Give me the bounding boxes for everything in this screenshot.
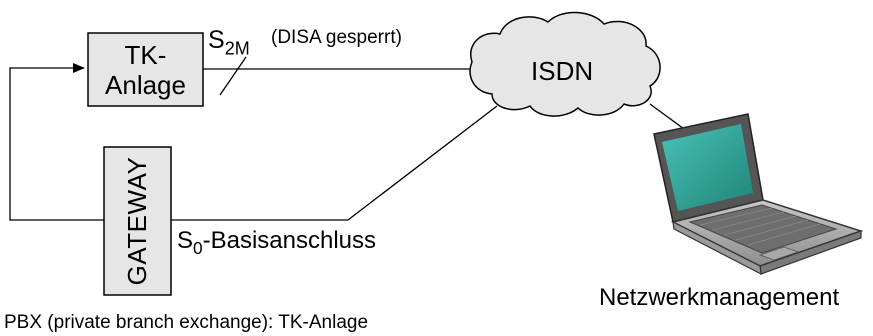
isdn-cloud: [469, 11, 661, 117]
s0-main: S: [177, 227, 194, 254]
laptop-label: Netzwerkmanagement: [599, 284, 840, 311]
gateway-label: GATEWAY: [122, 156, 152, 286]
gateway-pbx-feedback-line: [9, 63, 104, 221]
gateway-isdn-line: [171, 105, 498, 221]
footnote: PBX (private branch exchange): TK-Anlage: [4, 312, 369, 333]
laptop-touchpad: [758, 246, 800, 261]
laptop-base-left: [672, 220, 762, 276]
s0-rest: -Basisanschluss: [202, 227, 377, 254]
pbx-box: [87, 32, 204, 107]
s2m-main: S: [208, 26, 225, 54]
laptop-screen: [662, 124, 753, 211]
s0-sub: 0: [193, 238, 203, 259]
gateway-box: [103, 146, 172, 296]
pbx-label-line1: TK-: [124, 40, 167, 70]
s0-label: S0-Basisanschluss: [177, 229, 376, 257]
laptop-icon: [653, 113, 864, 276]
pbx-label: TK- Anlage: [88, 40, 203, 100]
s2m-sub: 2M: [224, 38, 250, 59]
s2m-slash: [219, 56, 247, 96]
connections: [9, 56, 700, 221]
s2m-note: (DISA gesperrt): [271, 27, 402, 48]
isdn-label: ISDN: [531, 56, 594, 86]
laptop-keyboard: [688, 204, 838, 254]
s2m-label: S2M: [208, 26, 250, 59]
pbx-label-line2: Anlage: [105, 70, 186, 100]
